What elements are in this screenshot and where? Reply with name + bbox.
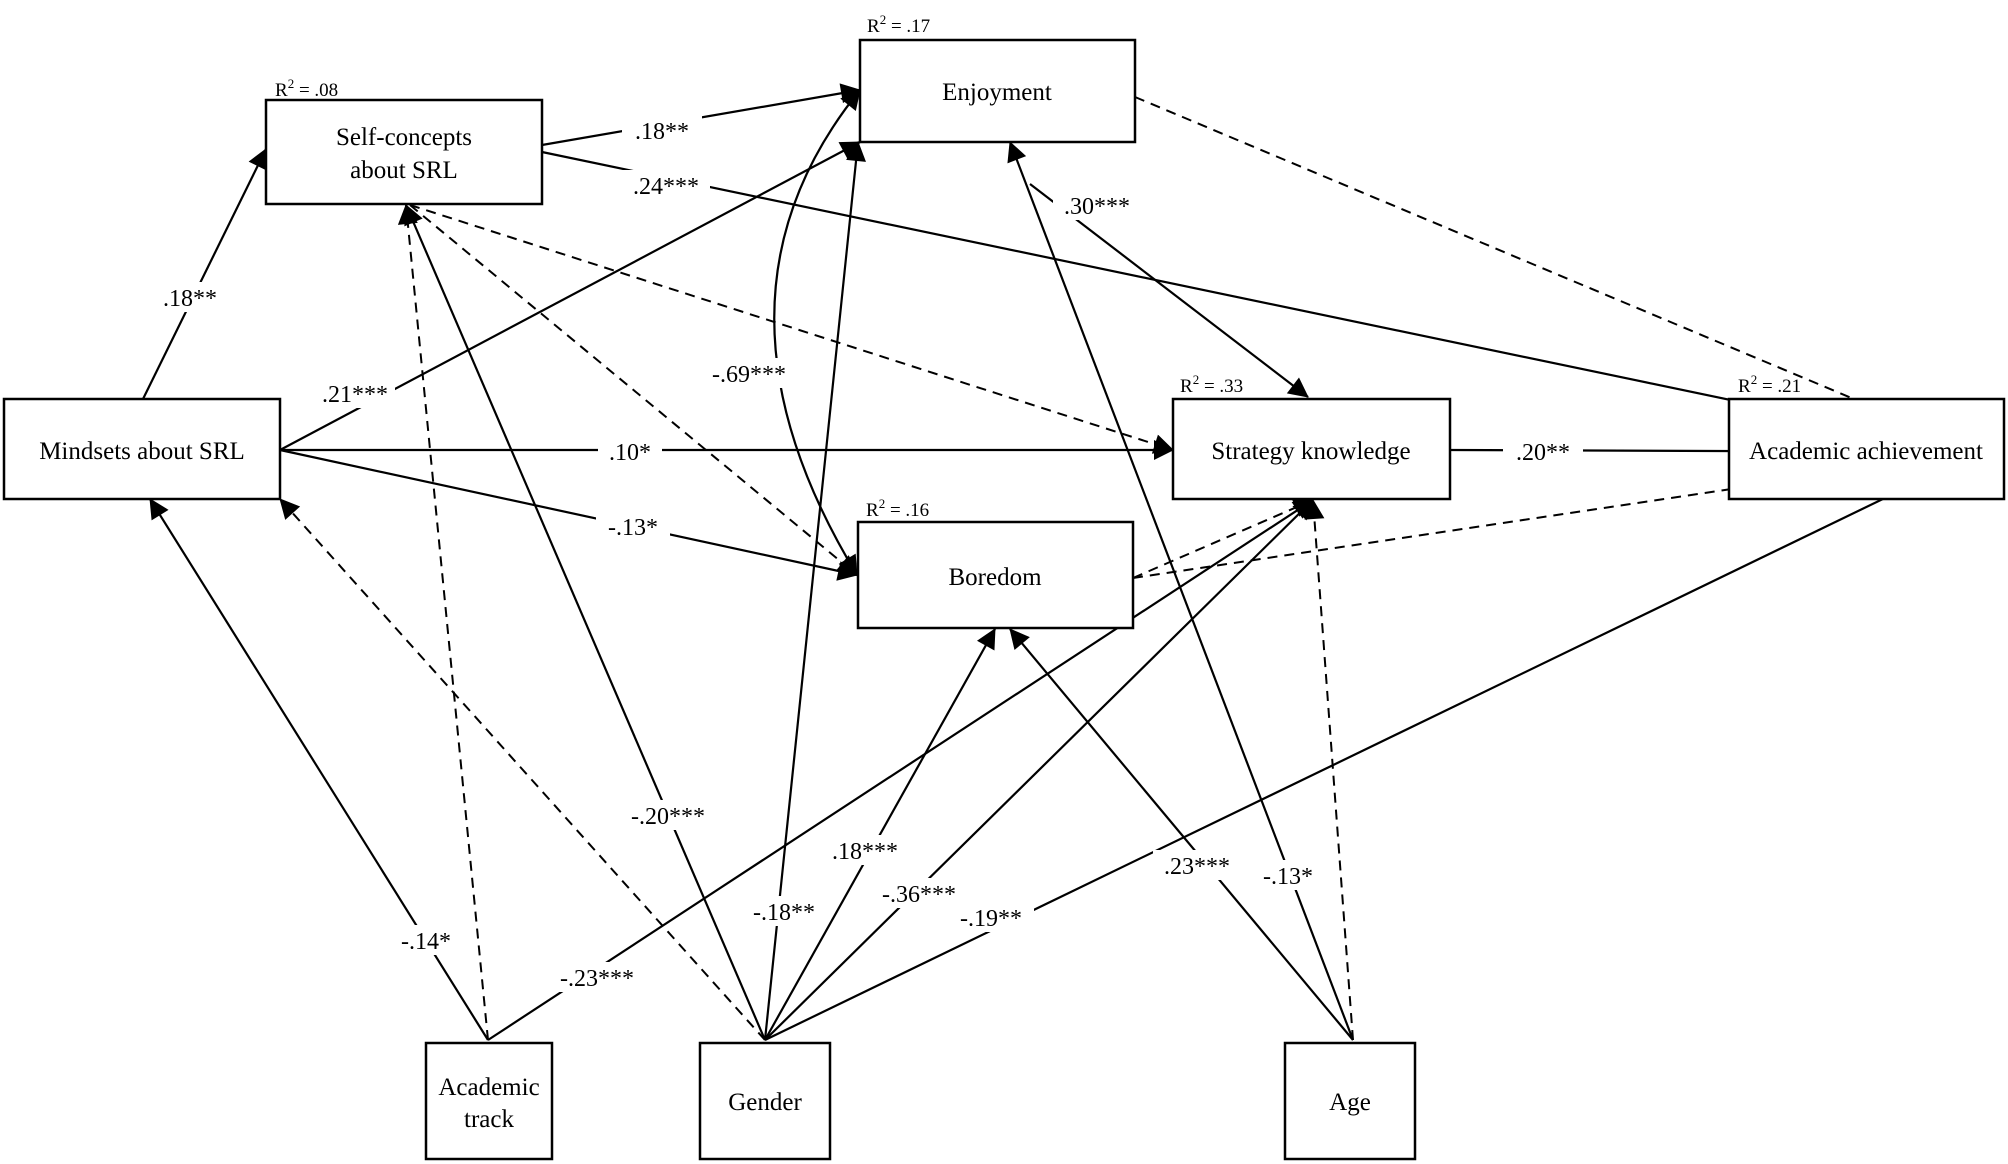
path-boredom-to-achievement-ns: [1132, 444, 1981, 579]
coef-mind-strat: .10*: [609, 440, 651, 466]
coef-enj-strat: .30***: [1064, 194, 1130, 220]
r2-enjoyment: R2 = .17: [867, 12, 930, 37]
coef-mind-enj: .21***: [322, 382, 388, 408]
node-gender-label: Gender: [728, 1089, 802, 1116]
coef-mind-self: .18**: [163, 286, 217, 312]
path-enjoyment-boredom-correlation: [773, 89, 861, 576]
path-gender-to-mindsets-ns: [279, 498, 766, 1041]
node-strategy: R2 = .33 Strategy knowledge: [1171, 372, 1452, 501]
node-enjoyment-label: Enjoyment: [942, 79, 1052, 106]
path-gender-to-achievement: [764, 451, 1981, 1041]
node-academic-track-label-2: track: [464, 1106, 514, 1133]
coef-enj-bor: -.69***: [712, 362, 786, 388]
coefficient-labels: .18** .21*** .10* -.13* .18** .24*** .30…: [150, 115, 1583, 992]
r2-boredom: R2 = .16: [866, 496, 929, 521]
node-selfconcepts-label-1: Self-concepts: [336, 124, 472, 151]
node-academic-track-label-1: Academic: [438, 1074, 539, 1101]
coef-self-ach: .24***: [633, 174, 699, 200]
node-boredom: R2 = .16 Boredom: [856, 496, 1135, 630]
coef-mind-bor: -.13*: [608, 515, 658, 541]
r2-strategy: R2 = .33: [1180, 372, 1243, 397]
path-gender-to-strategy: [764, 499, 1314, 1041]
coef-age-bor: .23***: [1164, 854, 1230, 880]
path-track-to-selfconcepts-ns: [397, 204, 489, 1041]
path-gender-to-enjoyment: [763, 141, 866, 1041]
node-enjoyment: R2 = .17 Enjoyment: [858, 12, 1137, 144]
path-mindsets-to-boredom: [279, 448, 858, 581]
node-boredom-label: Boredom: [948, 564, 1042, 591]
path-gender-to-selfconcepts: [404, 204, 767, 1041]
coef-self-enj: .18**: [635, 119, 689, 145]
coef-strat-ach: .20**: [1516, 440, 1570, 466]
node-achievement-label: Academic achievement: [1749, 438, 1983, 465]
node-mindsets: Mindsets about SRL: [2, 397, 282, 501]
coef-gender-enj: -.18**: [753, 900, 815, 926]
coef-track-mind: -.14*: [401, 929, 451, 955]
path-track-to-mindsets: [149, 498, 489, 1041]
r2-achievement: R2 = .21: [1738, 372, 1801, 397]
node-selfconcepts-label-2: about SRL: [350, 157, 458, 184]
coef-gender-ach: -.19**: [960, 906, 1022, 932]
path-gender-to-boredom: [764, 628, 996, 1041]
path-boredom-to-strategy-ns: [1132, 498, 1314, 579]
coef-age-enj: -.13*: [1263, 864, 1313, 890]
node-academic-track: Academic track: [424, 1041, 554, 1161]
node-strategy-label: Strategy knowledge: [1211, 438, 1410, 465]
r2-selfconcepts: R2 = .08: [275, 76, 338, 101]
node-selfconcepts: R2 = .08 Self-concepts about SRL: [264, 76, 544, 206]
path-selfconcepts-to-boredom-ns: [409, 204, 858, 576]
node-achievement: R2 = .21 Academic achievement: [1727, 372, 2006, 501]
coef-gender-strat: -.36***: [882, 882, 956, 908]
path-selfconcepts-to-strategy-ns: [409, 204, 1174, 454]
node-age-label: Age: [1329, 1089, 1371, 1116]
path-track-to-strategy: [487, 499, 1314, 1041]
path-age-to-boredom: [1009, 628, 1354, 1041]
node-mindsets-label: Mindsets about SRL: [39, 438, 245, 465]
path-mindsets-to-selfconcepts: [142, 148, 267, 400]
node-age: Age: [1283, 1041, 1417, 1161]
path-age-to-enjoyment: [1007, 141, 1355, 1041]
coef-gender-self: -.20***: [631, 804, 705, 830]
coef-gender-bor: .18***: [832, 839, 898, 865]
node-gender: Gender: [698, 1041, 832, 1161]
path-age-to-strategy-ns: [1304, 499, 1354, 1041]
coef-track-strat: -.23***: [560, 966, 634, 992]
